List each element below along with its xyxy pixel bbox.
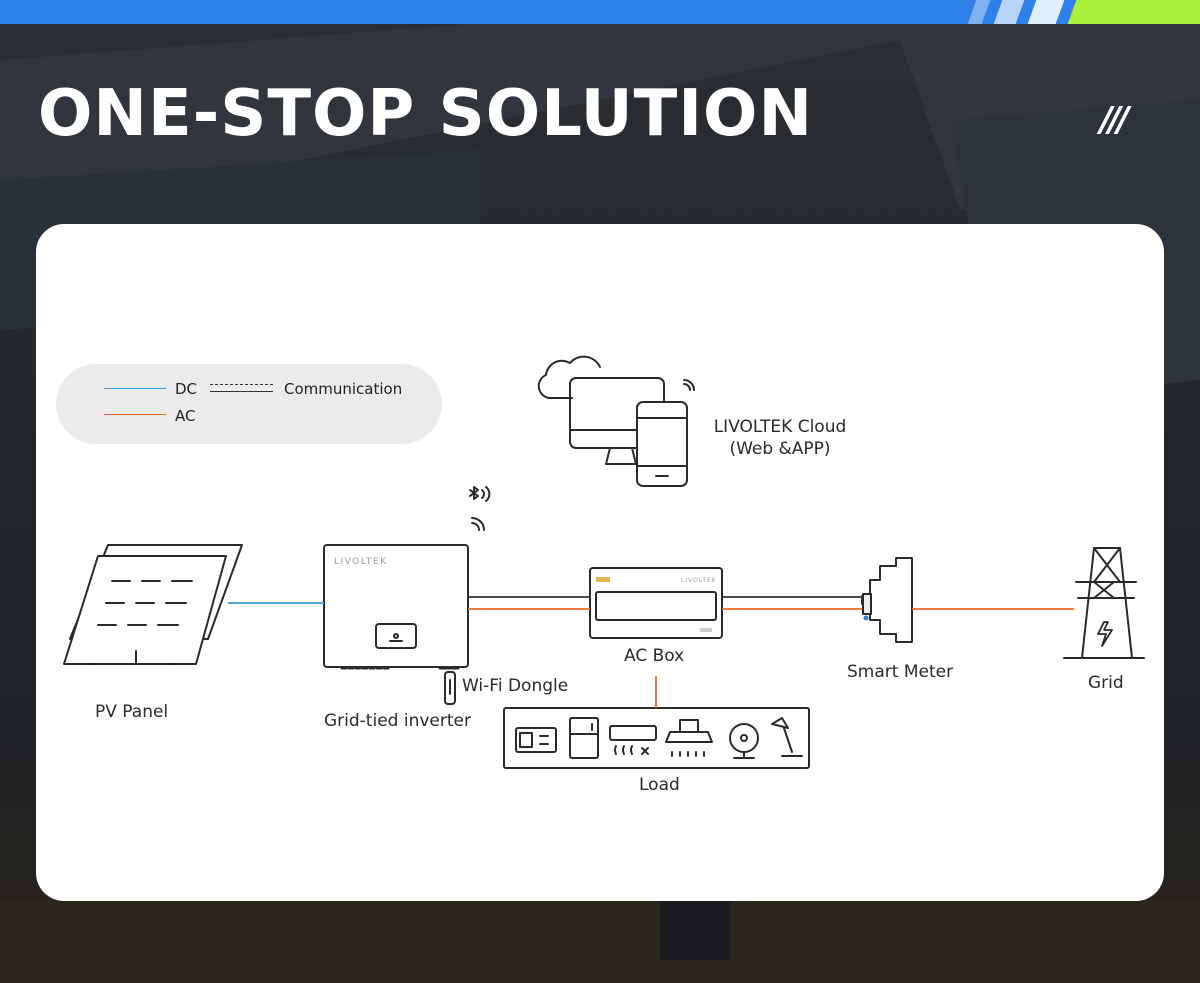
air-conditioner-icon bbox=[609, 725, 657, 755]
load-box bbox=[503, 707, 810, 769]
smart-meter-icon bbox=[861, 557, 913, 643]
legend-comm-line bbox=[210, 384, 273, 385]
legend-ac-line bbox=[104, 414, 166, 415]
fridge-icon bbox=[569, 717, 599, 759]
title-mark: /// bbox=[1100, 100, 1129, 140]
wifi-dongle-label: Wi-Fi Dongle bbox=[462, 676, 569, 696]
wifi-icon-cloud bbox=[683, 379, 695, 391]
ac-box-icon bbox=[589, 567, 723, 639]
legend-comm-line-2 bbox=[210, 391, 273, 392]
lamp-icon bbox=[771, 717, 803, 757]
meter-led bbox=[863, 615, 869, 621]
solar-panel-icon bbox=[63, 544, 243, 665]
cloud-devices-icon bbox=[537, 355, 688, 487]
load-label: Load bbox=[639, 775, 680, 795]
acbox-brand: LIVOLTEK bbox=[681, 577, 717, 584]
inverter-brand: LIVOLTEK bbox=[334, 557, 388, 567]
legend bbox=[56, 364, 442, 444]
legend-dc-label: DC bbox=[175, 380, 198, 398]
smart-meter-label: Smart Meter bbox=[847, 662, 954, 682]
page-title: ONE-STOP SOLUTION bbox=[38, 77, 813, 151]
pv-panel-label: PV Panel bbox=[95, 702, 169, 722]
ac-box-label: AC Box bbox=[624, 646, 685, 666]
inverter-icon bbox=[323, 544, 469, 670]
cloud-label-line1: LIVOLTEK Cloud bbox=[713, 417, 847, 437]
bluetooth-icon bbox=[469, 486, 491, 502]
legend-ac-label: AC bbox=[175, 407, 196, 425]
legend-communication-label: Communication bbox=[284, 380, 403, 398]
oven-icon bbox=[515, 727, 557, 753]
wifi-icon-inverter bbox=[471, 517, 485, 531]
inverter-label: Grid-tied inverter bbox=[324, 711, 471, 731]
range-hood-icon bbox=[665, 719, 713, 757]
power-tower-icon bbox=[1063, 547, 1145, 659]
legend-dc-line bbox=[104, 388, 166, 389]
usb-dongle-icon bbox=[444, 671, 456, 705]
fan-icon bbox=[729, 723, 759, 759]
grid-label: Grid bbox=[1088, 673, 1124, 693]
cloud-label-line2: (Web &APP) bbox=[729, 439, 831, 459]
